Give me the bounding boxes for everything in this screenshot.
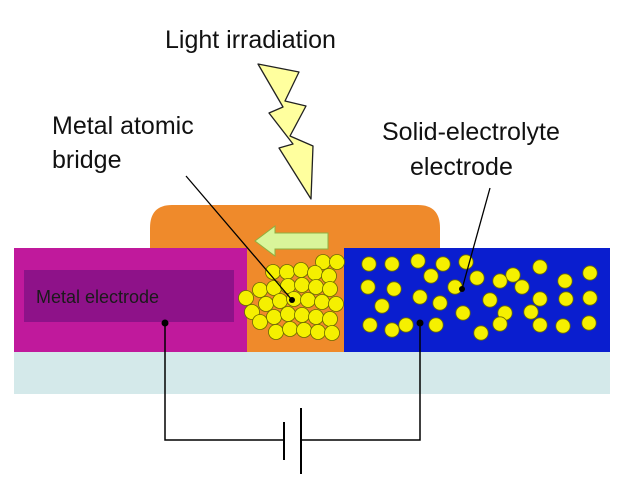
metal-atom xyxy=(455,305,471,321)
left-arrow-icon xyxy=(254,225,329,257)
electrolyte-leader-line xyxy=(461,187,491,290)
metal-atom xyxy=(362,317,378,333)
metal-atoms xyxy=(238,253,598,341)
atomic-bridge-label-line2: bridge xyxy=(52,146,122,174)
metal-atom xyxy=(328,296,344,312)
metal-atom xyxy=(558,291,574,307)
metal-atom xyxy=(398,317,414,333)
metal-atom xyxy=(296,322,312,338)
metal-atom xyxy=(412,289,428,305)
metal-atom xyxy=(458,254,474,270)
metal-atom xyxy=(308,279,324,295)
metal-atom xyxy=(557,273,573,289)
metal-atom xyxy=(523,304,539,320)
metal-atom xyxy=(555,318,571,334)
metal-atom xyxy=(492,316,508,332)
metal-atom xyxy=(279,264,295,280)
metal-atom xyxy=(252,282,268,298)
lightning-bolt-icon xyxy=(257,63,314,200)
light-irradiation-label: Light irradiation xyxy=(165,26,336,54)
metal-atom xyxy=(423,268,439,284)
metal-atom xyxy=(532,259,548,275)
circuit-wiring xyxy=(164,323,421,441)
metal-atom xyxy=(294,277,310,293)
metal-atom xyxy=(435,256,451,272)
metal-atom xyxy=(329,254,345,270)
metal-atom xyxy=(294,307,310,323)
metal-atom xyxy=(300,292,316,308)
metal-atom xyxy=(532,291,548,307)
metal-atom xyxy=(252,314,268,330)
metal-atom xyxy=(581,315,597,331)
metal-atom xyxy=(272,293,288,309)
metal-atom xyxy=(324,325,340,341)
metal-atom xyxy=(361,256,377,272)
metal-atom xyxy=(582,265,598,281)
electrolyte-label-line2: electrode xyxy=(410,153,513,181)
metal-atom xyxy=(532,317,548,333)
metal-atom xyxy=(307,265,323,281)
metal-atom xyxy=(280,306,296,322)
metal-atom xyxy=(266,309,282,325)
metal-atom xyxy=(473,325,489,341)
metal-electrode-label: Metal electrode xyxy=(36,287,159,307)
metal-atom xyxy=(360,279,376,295)
metal-atom xyxy=(374,298,390,314)
metal-atom xyxy=(310,324,326,340)
metal-atom xyxy=(482,292,498,308)
electrolyte-leader-dot xyxy=(459,286,465,292)
metal-electrode-inner xyxy=(24,270,234,322)
metal-atom xyxy=(282,321,298,337)
metal-atom xyxy=(514,279,530,295)
metal-atom xyxy=(322,281,338,297)
electrolyte-label-line1: Solid-electrolyte xyxy=(382,118,560,146)
metal-atom xyxy=(238,290,254,306)
metal-atom xyxy=(428,317,444,333)
orange-layer xyxy=(150,205,440,250)
metal-atom xyxy=(258,296,274,312)
metal-atom xyxy=(314,294,330,310)
bridge-leader-line xyxy=(185,175,293,301)
metal-atom xyxy=(432,295,448,311)
metal-atom xyxy=(410,253,426,269)
metal-atom xyxy=(384,256,400,272)
battery-icon xyxy=(283,408,302,474)
metal-atom xyxy=(293,262,309,278)
metal-electrode-contact xyxy=(161,319,169,327)
atomic-bridge-label-line1: Metal atomic xyxy=(52,112,194,140)
metal-atom xyxy=(469,270,485,286)
metal-atom xyxy=(308,309,324,325)
metal-atom xyxy=(386,281,402,297)
bridge-leader-dot xyxy=(289,297,295,303)
metal-atom xyxy=(505,267,521,283)
metal-atom xyxy=(322,311,338,327)
electrolyte-contact xyxy=(416,319,424,327)
metal-atom xyxy=(582,290,598,306)
metal-atom xyxy=(492,273,508,289)
metal-atom xyxy=(268,324,284,340)
metal-atom xyxy=(384,322,400,338)
substrate xyxy=(14,352,610,394)
